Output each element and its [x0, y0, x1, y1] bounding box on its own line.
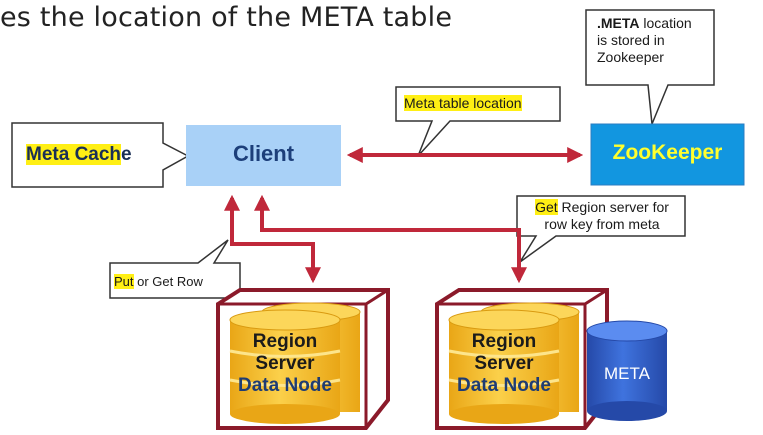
region-node-1-label: Region Server Data Node — [230, 331, 340, 397]
client-box — [186, 125, 341, 186]
meta-cache-label-rest: e — [121, 144, 132, 165]
region-node-2-line3: Data Node — [457, 375, 551, 396]
zookeeper-box — [590, 123, 745, 186]
get-region-highlight: Get — [535, 199, 558, 215]
region-node-1-line2: Server — [255, 353, 315, 374]
client-region2-arrow — [254, 194, 527, 284]
region-node-1-line3: Data Node — [238, 375, 332, 396]
region-server-node-1 — [216, 288, 390, 430]
zookeeper-label-main: ZooKeep — [612, 141, 703, 164]
client-region1-arrow — [224, 194, 321, 284]
zookeeper-label-rest: er — [702, 141, 723, 164]
meta-location-callout — [585, 9, 715, 125]
meta-location-line2: is stored in — [597, 32, 665, 48]
zookeeper-label: ZooKeeper — [591, 141, 744, 165]
meta-location-bold: .META — [597, 15, 640, 31]
meta-table-location-text: Meta table location — [404, 95, 522, 112]
meta-cache-label-highlight: Meta Cach — [26, 144, 122, 165]
meta-location-line3: Zookeeper — [597, 49, 664, 65]
slide-title: es the location of the META table — [0, 2, 453, 33]
get-region-text: Get Region server for row key from meta — [519, 199, 685, 233]
get-region-line2: row key from meta — [544, 216, 660, 232]
put-get-row-text: Put or Get Row — [114, 273, 203, 290]
meta-cylinder-label: META — [604, 364, 650, 383]
region-node-1-line1: Region — [252, 331, 318, 352]
region-server-node-2 — [435, 288, 609, 430]
meta-cylinder — [586, 320, 668, 421]
region-node-2-line2: Server — [474, 353, 534, 374]
region-node-2-line1: Region — [471, 331, 537, 352]
meta-table-location-label: Meta table location — [404, 95, 522, 111]
put-get-row-rest: or Get Row — [133, 274, 203, 289]
put-get-row-highlight: Put — [114, 274, 134, 289]
meta-cache-label: Meta Cache — [26, 144, 132, 166]
meta-location-line1: location — [639, 15, 692, 31]
meta-location-text: .META location is stored in Zookeeper — [597, 15, 715, 66]
get-region-line1: Region server for — [557, 199, 669, 215]
client-label: Client — [232, 141, 295, 166]
region-node-2-label: Region Server Data Node — [449, 331, 559, 397]
